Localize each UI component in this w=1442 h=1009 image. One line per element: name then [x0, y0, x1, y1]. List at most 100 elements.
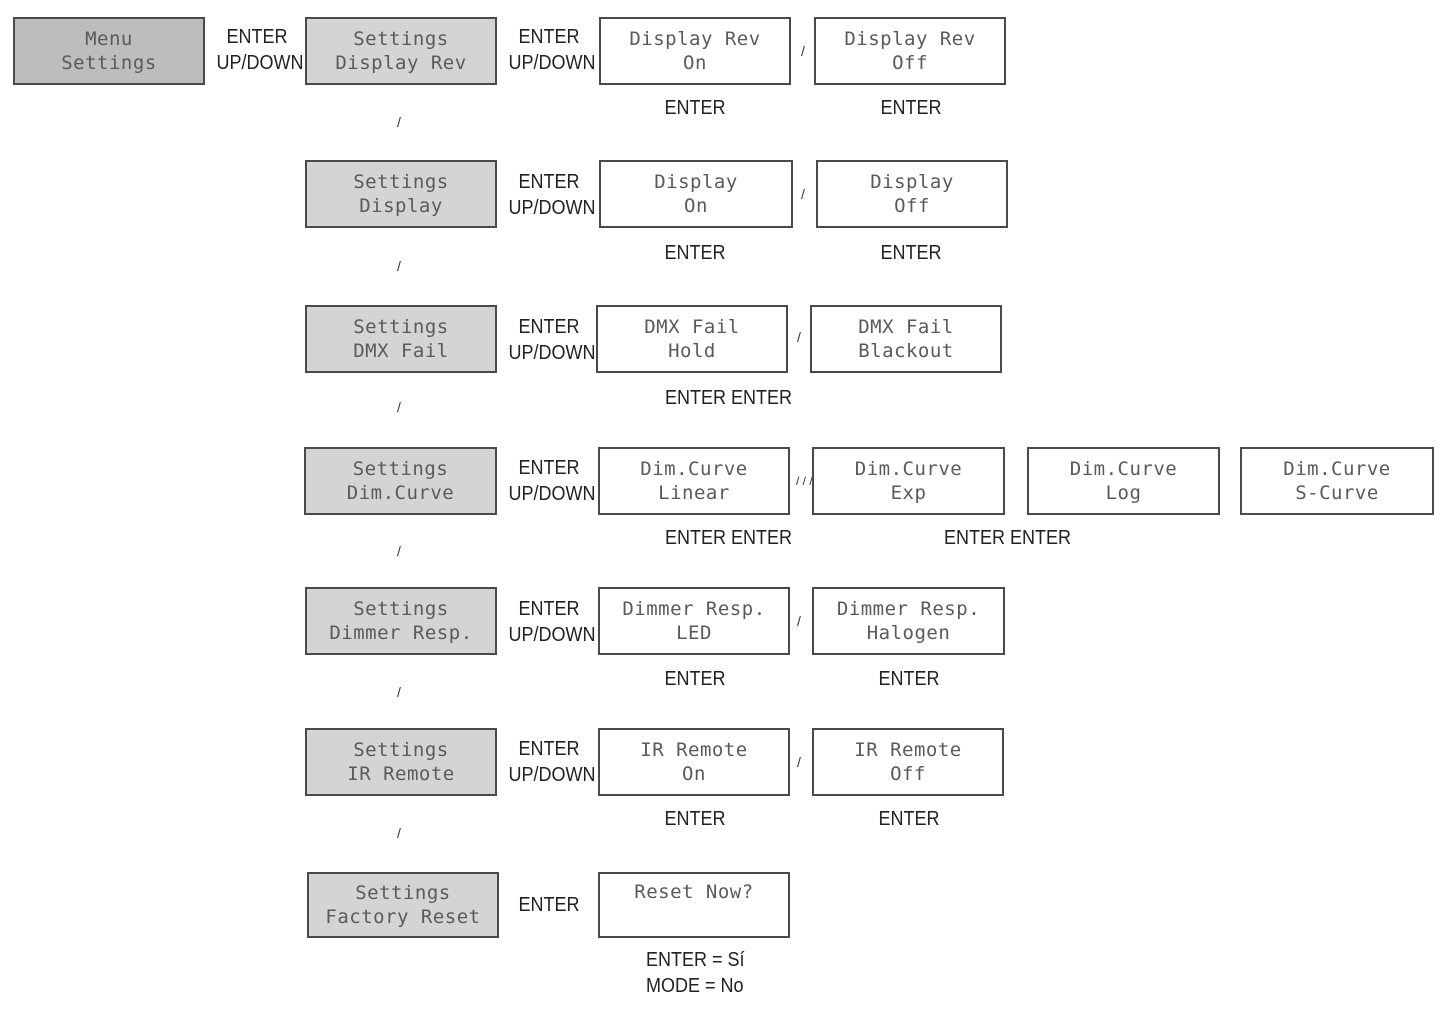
lcd-line-2: Linear	[658, 482, 730, 504]
display-rev-off-option: Display Rev Off	[814, 17, 1006, 85]
mode-no-label: MODE = No	[646, 975, 744, 997]
lcd-line-2: Off	[892, 52, 928, 74]
lcd-line-2: Blackout	[858, 340, 954, 362]
lcd-line-2: Off	[894, 195, 930, 217]
menu-separator: /	[397, 684, 401, 700]
enter-label: ENTER	[878, 668, 940, 690]
lcd-line-1: IR Remote	[854, 739, 962, 761]
lcd-line-1: Dimmer Resp.	[836, 598, 981, 620]
option-separator: / / /	[796, 474, 813, 488]
lcd-line-1: Display Rev	[629, 28, 761, 50]
nav-enter-label: ENTER	[518, 316, 580, 338]
nav-enter-label: ENTER	[518, 26, 580, 48]
settings-display-rev: Settings Display Rev	[305, 17, 497, 85]
lcd-line-1: Settings	[353, 171, 449, 193]
menu-separator: /	[397, 825, 401, 841]
lcd-line-2: Factory Reset	[325, 906, 481, 928]
lcd-line-1: DMX Fail	[858, 316, 954, 338]
enter-label: ENTER	[880, 242, 942, 264]
menu-separator: /	[397, 258, 401, 274]
lcd-line-2: Display Rev	[335, 52, 467, 74]
display-on-option: Display On	[599, 160, 793, 228]
lcd-line-1: Display	[654, 171, 738, 193]
lcd-line-2: Dim.Curve	[346, 482, 455, 504]
enter-label: ENTER	[664, 97, 726, 119]
dim-curve-s-curve-option: Dim.Curve S-Curve	[1240, 447, 1434, 515]
lcd-line-1: Dim.Curve	[1069, 458, 1178, 480]
nav-updown-label: UP/DOWN	[508, 624, 596, 646]
lcd-line-1: Reset Now?	[634, 881, 754, 903]
lcd-line-2: On	[682, 763, 706, 785]
option-separator: /	[801, 186, 805, 202]
ir-remote-on-option: IR Remote On	[598, 728, 790, 796]
enter-label: ENTER ENTER	[665, 387, 793, 409]
lcd-line-1: Dim.Curve	[854, 458, 963, 480]
enter-label: ENTER	[664, 808, 726, 830]
settings-factory-reset: Settings Factory Reset	[307, 872, 499, 938]
lcd-line-2: Hold	[668, 340, 716, 362]
lcd-line-2: Exp	[890, 482, 927, 504]
lcd-line-2: Display	[359, 195, 443, 217]
menu-separator: /	[397, 399, 401, 415]
enter-label: ENTER	[664, 242, 726, 264]
nav-enter-label: ENTER	[518, 598, 580, 620]
enter-label: ENTER ENTER	[665, 527, 793, 549]
nav-enter-label: ENTER	[518, 738, 580, 760]
lcd-line-2: Log	[1105, 482, 1142, 504]
lcd-line-1: DMX Fail	[644, 316, 740, 338]
nav-updown-label: UP/DOWN	[216, 52, 304, 74]
lcd-line-2: Halogen	[866, 622, 951, 644]
enter-yes-label: ENTER = Sí	[646, 949, 745, 971]
nav-updown-label: UP/DOWN	[508, 342, 596, 364]
lcd-line-2: S-Curve	[1295, 482, 1379, 504]
nav-updown-label: UP/DOWN	[508, 483, 596, 505]
lcd-line-1: Menu	[85, 28, 133, 50]
nav-enter-label: ENTER	[518, 894, 580, 916]
dim-curve-linear-option: Dim.Curve Linear	[598, 447, 790, 515]
dmx-fail-hold-option: DMX Fail Hold	[596, 305, 788, 373]
lcd-line-1: IR Remote	[640, 739, 748, 761]
lcd-line-2: Off	[890, 763, 926, 785]
lcd-line-1: Dimmer Resp.	[622, 598, 766, 620]
display-off-option: Display Off	[816, 160, 1008, 228]
settings-ir-remote: Settings IR Remote	[305, 728, 497, 796]
settings-display: Settings Display	[305, 160, 497, 228]
lcd-line-1: Settings	[353, 598, 449, 620]
nav-updown-label: UP/DOWN	[508, 764, 596, 786]
lcd-line-2: Dimmer Resp.	[329, 622, 473, 644]
enter-label: ENTER	[880, 97, 942, 119]
dimmer-resp-led-option: Dimmer Resp. LED	[598, 587, 790, 655]
option-separator: /	[797, 329, 801, 345]
nav-enter-label: ENTER	[518, 171, 580, 193]
dimmer-resp-halogen-option: Dimmer Resp. Halogen	[812, 587, 1005, 655]
menu-settings-display: Menu Settings	[13, 17, 205, 85]
settings-dim-curve: Settings Dim.Curve	[304, 447, 497, 515]
lcd-line-1: Settings	[352, 458, 449, 480]
settings-dmx-fail: Settings DMX Fail	[305, 305, 497, 373]
lcd-line-1: Display	[870, 171, 954, 193]
option-separator: /	[797, 613, 801, 629]
nav-updown-label: UP/DOWN	[508, 197, 596, 219]
settings-dimmer-resp: Settings Dimmer Resp.	[305, 587, 497, 655]
lcd-line-1: Settings	[353, 28, 449, 50]
dmx-fail-blackout-option: DMX Fail Blackout	[810, 305, 1002, 373]
ir-remote-off-option: IR Remote Off	[812, 728, 1004, 796]
dim-curve-log-option: Dim.Curve Log	[1027, 447, 1220, 515]
lcd-line-1: Settings	[353, 316, 449, 338]
lcd-line-1: Dim.Curve	[1283, 458, 1391, 480]
nav-enter-label: ENTER	[226, 26, 288, 48]
lcd-line-1: Settings	[353, 739, 449, 761]
nav-updown-label: UP/DOWN	[508, 52, 596, 74]
dim-curve-exp-option: Dim.Curve Exp	[812, 447, 1005, 515]
lcd-line-2: IR Remote	[347, 763, 455, 785]
reset-now-confirm: Reset Now?	[598, 872, 790, 938]
lcd-line-2: On	[683, 52, 707, 74]
lcd-line-1: Display Rev	[844, 28, 976, 50]
lcd-line-2: Settings	[61, 52, 157, 74]
lcd-line-1: Dim.Curve	[640, 458, 748, 480]
enter-label: ENTER	[878, 808, 940, 830]
lcd-line-2: On	[684, 195, 708, 217]
option-separator: /	[801, 43, 805, 59]
menu-separator: /	[397, 114, 401, 130]
option-separator: /	[797, 754, 801, 770]
